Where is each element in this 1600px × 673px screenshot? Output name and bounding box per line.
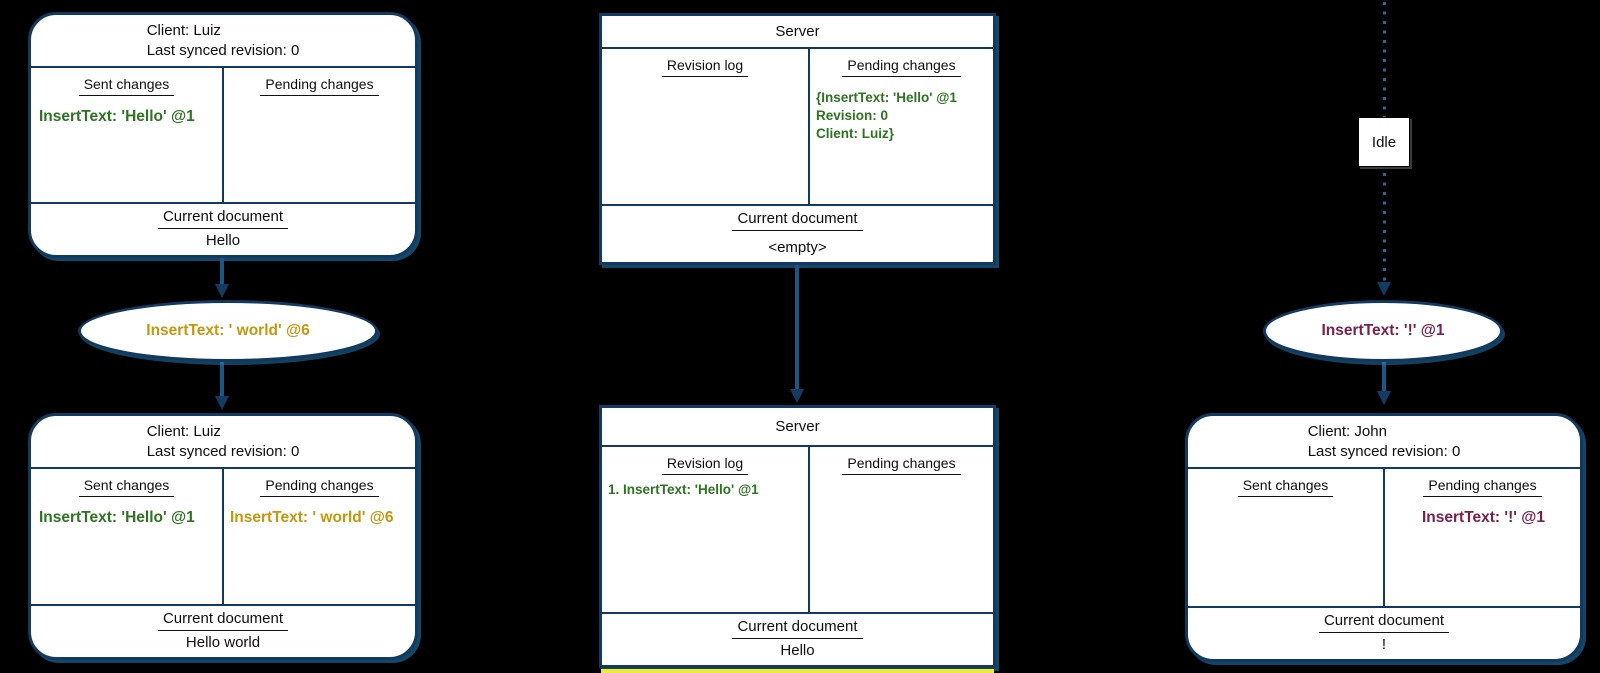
client-name: Client: Luiz [146, 22, 221, 39]
pending-changes-cell: Pending changes [808, 447, 993, 612]
current-document-section: Current document <empty> [602, 206, 993, 262]
pending-changes-header: Pending changes [260, 477, 379, 497]
operation-text: InsertText: '!' @1 [1422, 509, 1545, 526]
server-top-node: Server Revision log Pending changes {Ins… [599, 13, 996, 265]
arrow-client-to-world-op [220, 258, 224, 286]
operation-text: InsertText: 'Hello' @1 [39, 509, 195, 526]
changes-columns: Sent changes InsertText: 'Hello' @1 Pend… [31, 469, 415, 606]
pending-changes-header: Pending changes [842, 57, 961, 77]
current-document-label: Current document [157, 610, 289, 631]
pending-changes-cell: Pending changes InsertText: '!' @1 [1383, 469, 1580, 606]
current-document-label: Current document [732, 210, 863, 231]
node-header: Server [602, 408, 993, 447]
arrowhead-icon [1377, 391, 1391, 405]
pending-payload-line: Client: Luiz} [816, 126, 894, 141]
changes-columns: Sent changes InsertText: 'Hello' @1 Pend… [31, 68, 415, 204]
last-synced-revision: Last synced revision: 0 [146, 443, 300, 460]
node-header: Server [602, 16, 993, 49]
operation-text: InsertText: ' world' @6 [146, 322, 310, 339]
current-document-label: Current document [1318, 612, 1450, 633]
cutoff-yellow-shape-edge [601, 669, 994, 673]
operation-text: InsertText: 'Hello' @1 [39, 108, 195, 125]
pending-changes-cell: Pending changes {InsertText: 'Hello' @1 … [808, 49, 993, 204]
client-john-node: Client: John Last synced revision: 0 Sen… [1185, 413, 1583, 662]
pending-changes-cell: Pending changes InsertText: ' world' @6 [222, 469, 415, 604]
client-name: Client: John [1307, 423, 1387, 440]
server-title: Server [775, 23, 820, 40]
pending-payload-line: Revision: 0 [816, 108, 889, 123]
server-columns: Revision log 1. InsertText: 'Hello' @1 P… [602, 447, 993, 614]
server-columns: Revision log Pending changes {InsertText… [602, 49, 993, 206]
pending-changes-header: Pending changes [1423, 477, 1542, 497]
current-document-label: Current document [732, 618, 863, 639]
current-document-value: Hello world [185, 634, 261, 651]
current-document-value: <empty> [768, 239, 827, 256]
node-header: Client: Luiz Last synced revision: 0 [31, 15, 415, 68]
node-header: Client: Luiz Last synced revision: 0 [31, 416, 415, 469]
arrowhead-icon [1377, 282, 1391, 296]
idle-label: Idle [1371, 133, 1397, 151]
sent-changes-cell: Sent changes InsertText: 'Hello' @1 [31, 469, 222, 604]
arrow-bang-op-to-client [1382, 362, 1386, 393]
client-name: Client: Luiz [146, 423, 221, 440]
revision-log-header: Revision log [661, 455, 749, 475]
arrowhead-icon [790, 389, 804, 403]
revision-log-cell: Revision log [602, 49, 808, 204]
current-document-section: Current document Hello world [31, 606, 415, 657]
current-document-label: Current document [157, 208, 289, 229]
revision-log-header: Revision log [661, 57, 749, 77]
current-document-value: Hello [205, 232, 241, 249]
server-bottom-node: Server Revision log 1. InsertText: 'Hell… [599, 405, 996, 668]
client-luiz-top-node: Client: Luiz Last synced revision: 0 Sen… [28, 12, 418, 258]
server-title: Server [775, 418, 820, 435]
node-header: Client: John Last synced revision: 0 [1188, 416, 1580, 469]
pending-payload-line: {InsertText: 'Hello' @1 [816, 90, 957, 105]
idle-state-box: Idle [1358, 117, 1410, 167]
client-luiz-bottom-node: Client: Luiz Last synced revision: 0 Sen… [28, 413, 418, 660]
arrow-world-op-to-client [220, 362, 224, 398]
sent-changes-cell: Sent changes InsertText: 'Hello' @1 [31, 68, 222, 202]
current-document-value: ! [1381, 636, 1387, 653]
revision-log-entry: 1. InsertText: 'Hello' @1 [608, 482, 759, 497]
pending-changes-cell: Pending changes [222, 68, 415, 202]
last-synced-revision: Last synced revision: 0 [146, 42, 300, 59]
insert-world-operation-ellipse: InsertText: ' world' @6 [78, 300, 378, 362]
sent-changes-header: Sent changes [78, 477, 175, 497]
current-document-value: Hello [780, 642, 815, 659]
arrowhead-icon [215, 396, 229, 410]
changes-columns: Sent changes Pending changes InsertText:… [1188, 469, 1580, 608]
pending-changes-header: Pending changes [842, 455, 961, 475]
pending-changes-header: Pending changes [260, 76, 379, 96]
operation-text: InsertText: '!' @1 [1321, 322, 1445, 339]
current-document-section: Current document Hello [31, 204, 415, 255]
current-document-section: Current document ! [1188, 608, 1580, 659]
sent-changes-cell: Sent changes [1188, 469, 1383, 606]
sent-changes-header: Sent changes [1237, 477, 1334, 497]
revision-log-cell: Revision log 1. InsertText: 'Hello' @1 [602, 447, 808, 612]
arrow-server-to-server [795, 265, 799, 391]
last-synced-revision: Last synced revision: 0 [1307, 443, 1461, 460]
insert-bang-operation-ellipse: InsertText: '!' @1 [1263, 300, 1503, 362]
current-document-section: Current document Hello [602, 614, 993, 665]
arrowhead-icon [215, 284, 229, 298]
operation-text: InsertText: ' world' @6 [230, 509, 394, 526]
sent-changes-header: Sent changes [78, 76, 175, 96]
